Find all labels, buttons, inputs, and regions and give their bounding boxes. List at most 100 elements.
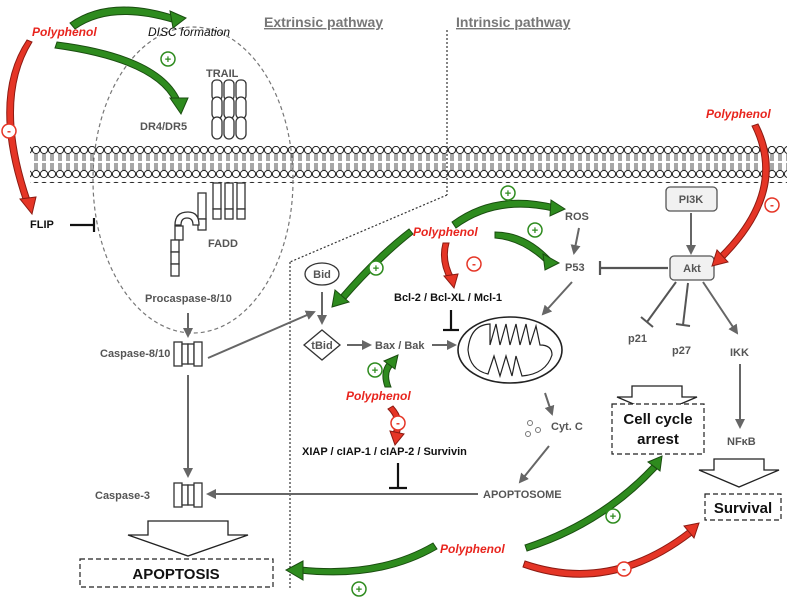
bax-bak-label: Bax / Bak: [375, 340, 425, 352]
red-arrowhead-flip: [19, 196, 37, 216]
plus-badge-apoptosis: +: [351, 581, 367, 597]
cell-membrane: [30, 146, 787, 183]
fadd-icon: [174, 192, 207, 241]
green-arrowhead-bid: [331, 289, 351, 308]
trail-receptor-icon: [211, 79, 247, 220]
survival-label: Survival: [714, 500, 772, 517]
svg-text:-: -: [770, 198, 774, 212]
red-arrowhead-survival: [683, 522, 700, 540]
svg-text:+: +: [610, 511, 616, 523]
ros-label: ROS: [565, 211, 589, 223]
divider-diagonal: [289, 194, 448, 263]
bid-shape: [304, 262, 340, 286]
svg-text:-: -: [472, 257, 476, 271]
svg-text:+: +: [532, 225, 538, 237]
plus-badge-p53: +: [527, 222, 543, 238]
svg-text:-: -: [622, 562, 626, 576]
red-arrowhead-akt: [711, 249, 729, 267]
arrow-mito-to-cytc: [544, 392, 555, 416]
cell-cycle-label-1: Cell cycle: [623, 411, 692, 428]
p53-label: P53: [565, 262, 585, 274]
svg-text:-: -: [7, 124, 11, 138]
xiap-label: XIAP / cIAP-1 / cIAP-2 / Survivin: [302, 446, 467, 458]
bid-label: Bid: [313, 269, 331, 281]
survival-big-arrow: [698, 458, 780, 488]
minus-badge-xiap: -: [390, 415, 406, 431]
caspase8-icon: [173, 341, 203, 367]
arrow-akt-to-ikk: [702, 281, 739, 335]
procaspase-icon: [170, 239, 180, 277]
caspase8-label: Caspase-8/10: [100, 348, 170, 360]
plus-badge-bid: +: [368, 260, 384, 276]
svg-text:+: +: [356, 584, 362, 596]
cytc-label: Cyt. C: [551, 421, 583, 433]
procaspase-label: Procaspase-8/10: [145, 293, 232, 305]
green-arrow-to-cell-cycle: [524, 464, 658, 552]
green-arrow-to-apoptosis: [299, 542, 438, 576]
plus-badge-dr: +: [160, 51, 176, 67]
akt-p21-inhibition: [640, 281, 677, 328]
xiap-inhibition-icon: [389, 463, 407, 490]
arrow-cytc-to-apoptosome: [518, 445, 550, 484]
minus-badge-survival: -: [616, 561, 632, 577]
green-arrow-to-dr: [54, 41, 181, 103]
mitochondrion-icon: [457, 316, 563, 384]
intrinsic-header: Intrinsic pathway: [456, 14, 571, 30]
ikk-label: IKK: [730, 347, 749, 359]
polyphenol-label-lower: Polyphenol: [346, 389, 411, 403]
green-arrow-to-p53: [494, 231, 551, 264]
trail-label: TRAIL: [206, 68, 239, 80]
svg-text:+: +: [505, 188, 511, 200]
survival-box: [704, 493, 782, 521]
pi3k-box: [665, 186, 718, 212]
svg-text:+: +: [372, 365, 378, 377]
flip-label: FLIP: [30, 219, 54, 231]
polyphenol-label-right: Polyphenol: [706, 107, 771, 121]
minus-badge-akt: -: [764, 197, 780, 213]
green-arrowhead-ros: [549, 199, 567, 217]
p27-label: p27: [672, 345, 691, 357]
polyphenol-label-center: Polyphenol: [413, 225, 478, 239]
akt-p53-inhibition: [598, 261, 668, 275]
svg-text:+: +: [373, 263, 379, 275]
cytc-dots-icon: [525, 420, 541, 437]
arrow-caspase8-to-bid: [207, 310, 316, 359]
bcl2-inhibition-icon: [443, 310, 459, 332]
minus-badge-bcl2: -: [466, 256, 482, 272]
caspase3-icon: [173, 482, 203, 508]
pi3k-label: PI3K: [679, 194, 704, 206]
extrinsic-header: Extrinsic pathway: [264, 14, 383, 30]
akt-label: Akt: [683, 263, 701, 275]
green-arrowhead-cell-cycle: [647, 455, 663, 472]
svg-text:-: -: [396, 416, 400, 430]
red-arrow-to-flip: [6, 39, 33, 203]
red-arrowhead-xiap: [389, 430, 405, 447]
green-arrowhead-dr: [169, 97, 189, 116]
disc-formation-label: DISC formation: [148, 25, 230, 39]
fadd-label: FADD: [208, 238, 238, 250]
apoptosome-label: APOPTOSOME: [483, 489, 562, 501]
tbid-label: tBid: [311, 340, 332, 352]
apoptosis-box: [79, 558, 274, 588]
green-arrowhead-apoptosis: [284, 560, 304, 581]
flip-inhibition-icon: [70, 218, 96, 232]
cell-cycle-box: [611, 403, 705, 455]
arrow-p53-to-mito: [541, 281, 573, 316]
arrow-ros-to-p53: [570, 227, 581, 255]
minus-badge-flip: -: [1, 123, 17, 139]
dr-label: DR4/DR5: [140, 121, 187, 133]
caspase3-label: Caspase-3: [95, 490, 150, 502]
akt-p27-inhibition: [675, 282, 691, 327]
plus-badge-ros: +: [500, 185, 516, 201]
bcl2-label: Bcl-2 / Bcl-XL / Mcl-1: [394, 292, 502, 304]
plus-badge-bax: +: [367, 362, 383, 378]
polyphenol-label-bottom: Polyphenol: [440, 542, 505, 556]
green-arrowhead-bax: [382, 354, 399, 370]
disc-ellipse: [92, 26, 294, 334]
green-arrowhead-disc: [169, 10, 187, 29]
tbid-shape: [302, 329, 342, 361]
red-arrowhead-bcl2: [443, 273, 459, 290]
svg-text:+: +: [165, 54, 171, 66]
